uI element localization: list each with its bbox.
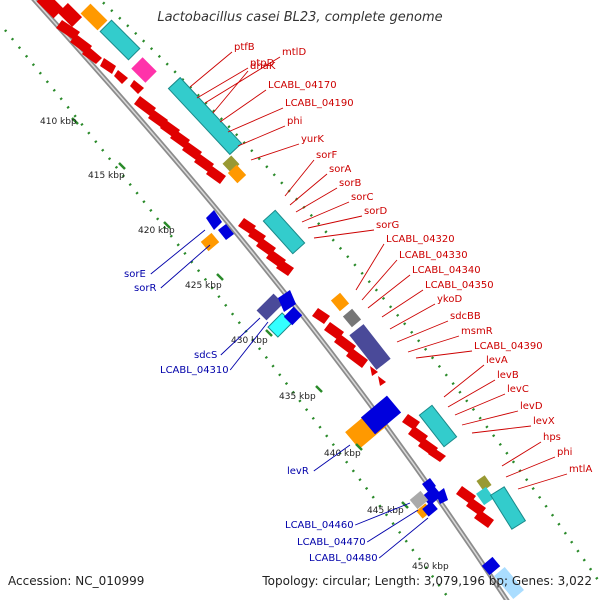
gene-label-leader (461, 410, 519, 426)
genome-summary-text: Topology: circular; Length: 3,079,196 bp… (262, 574, 592, 588)
kbp-tick-label: 445 kbp (367, 506, 404, 516)
accession-text: Accession: NC_010999 (8, 574, 145, 588)
gene-label-leader (381, 289, 424, 318)
gene-label-leader (367, 274, 411, 309)
gene-label-forward: ykoD (437, 294, 462, 305)
gene-label-forward: msmR (461, 326, 493, 337)
gene-label-reverse: sorR (134, 283, 156, 294)
gene-label-leader (443, 364, 485, 398)
gene-label-forward: sdcBB (450, 311, 481, 322)
gene-label-forward: dhaK (250, 61, 276, 72)
gene-label-reverse: sdcS (194, 350, 217, 361)
gene-label-leader (389, 303, 436, 330)
gene-cluster-lower (409, 478, 525, 599)
gene-label-leader (361, 259, 398, 301)
gene-label-forward: levC (507, 384, 529, 395)
kbp-tick-label: 410 kbp (40, 117, 77, 127)
kbp-tick-label: 430 kbp (231, 336, 268, 346)
gene-label-leader (471, 425, 532, 434)
gene-label-leader (229, 321, 269, 371)
kbp-tick-label: 420 kbp (138, 226, 175, 236)
gene-label-reverse: LCABL_04310 (160, 365, 229, 376)
gene-label-leader (313, 444, 351, 472)
gene-label-leader (204, 56, 281, 104)
gene-label-forward: sorC (351, 192, 373, 203)
gene-cluster-lev (402, 404, 458, 462)
gene-label-leader (284, 159, 315, 197)
gene-label-forward: levD (520, 401, 543, 412)
gene-label-leader (501, 441, 542, 467)
gene-cluster-middle (312, 292, 391, 386)
gene-label-forward: phi (287, 116, 302, 127)
map-title: Lactobacillus casei BL23, complete genom… (157, 10, 443, 25)
kbp-tick-label: 450 kbp (412, 562, 449, 572)
gene-label-leader (396, 320, 449, 343)
gene-cluster-levR (345, 395, 402, 449)
gene-label-leader (160, 244, 211, 289)
gene-cluster-mtlA (456, 475, 527, 530)
gene-label-leader (454, 393, 506, 416)
gene-label-leader (407, 335, 460, 353)
gene-label-forward: levB (497, 370, 519, 381)
gene-label-forward: LCABL_04330 (399, 250, 468, 261)
gene-label-forward: sorB (339, 178, 361, 189)
gene-label-forward: sorA (329, 164, 351, 175)
gene-label-reverse: LCABL_04470 (297, 537, 366, 548)
gene-cluster-sorE-sorR (200, 210, 234, 252)
gene-label-leader (219, 89, 267, 123)
gene-label-leader (150, 229, 206, 275)
gene-label-forward: LCABL_04350 (425, 280, 494, 291)
gene-label-leader (220, 317, 261, 356)
gene-label-leader (355, 243, 385, 291)
gene-label-reverse: LCABL_04480 (309, 553, 378, 564)
gene-label-forward: sorG (376, 220, 399, 231)
kbp-tick-label: 435 kbp (279, 392, 316, 402)
gene-label-forward: phi (557, 447, 572, 458)
gene-cluster-upper (36, 0, 247, 184)
gene-label-leader (313, 229, 375, 239)
gene-label-reverse: sorE (124, 269, 146, 280)
gene-label-leader (301, 201, 350, 223)
gene-cluster-sor (238, 209, 306, 276)
gene-label-leader (355, 502, 411, 526)
gene-label-forward: LCABL_04390 (474, 341, 543, 352)
gene-label-leader (295, 187, 338, 213)
gene-label-leader (227, 107, 284, 133)
kbp-tick-label: 440 kbp (324, 449, 361, 459)
gene-label-leader (289, 173, 328, 206)
gene-label-forward: LCABL_04170 (268, 80, 337, 91)
kbp-tick-label: 415 kbp (88, 171, 125, 181)
gene-label-forward: LCABL_04340 (412, 265, 481, 276)
kbp-tick-label: 425 kbp (185, 281, 222, 291)
gene-label-leader (212, 70, 249, 114)
gene-label-leader (189, 51, 233, 88)
gene-label-leader (447, 379, 496, 408)
gene-label-forward: LCABL_04320 (386, 234, 455, 245)
gene-label-forward: levA (486, 355, 508, 366)
gene-label-leader (378, 517, 429, 559)
gene-label-forward: LCABL_04190 (285, 98, 354, 109)
gene-label-forward: sorF (316, 150, 337, 161)
gene-label-leader (307, 215, 363, 229)
gene-label-forward: levX (533, 416, 555, 427)
gene-cluster-sdcS (256, 290, 303, 338)
gene-label-forward: ptfB (234, 42, 255, 53)
gene-label-forward: mtlA (569, 464, 592, 475)
gene-label-reverse: levR (287, 466, 309, 477)
gene-label-forward: mtlD (282, 47, 306, 58)
gene-label-leader (415, 350, 473, 359)
gene-label-forward: sorD (364, 206, 387, 217)
gene-label-leader (366, 509, 419, 543)
gene-label-forward: yurK (301, 134, 324, 145)
gene-label-reverse: LCABL_04460 (285, 520, 354, 531)
gene-label-leader (237, 125, 286, 147)
gene-label-leader (517, 473, 568, 490)
gene-label-leader (250, 143, 300, 161)
gene-label-leader (196, 67, 249, 99)
gene-label-leader (505, 456, 556, 478)
gene-label-forward: hps (543, 432, 561, 443)
gene-label-forward: ptpD (250, 58, 275, 69)
